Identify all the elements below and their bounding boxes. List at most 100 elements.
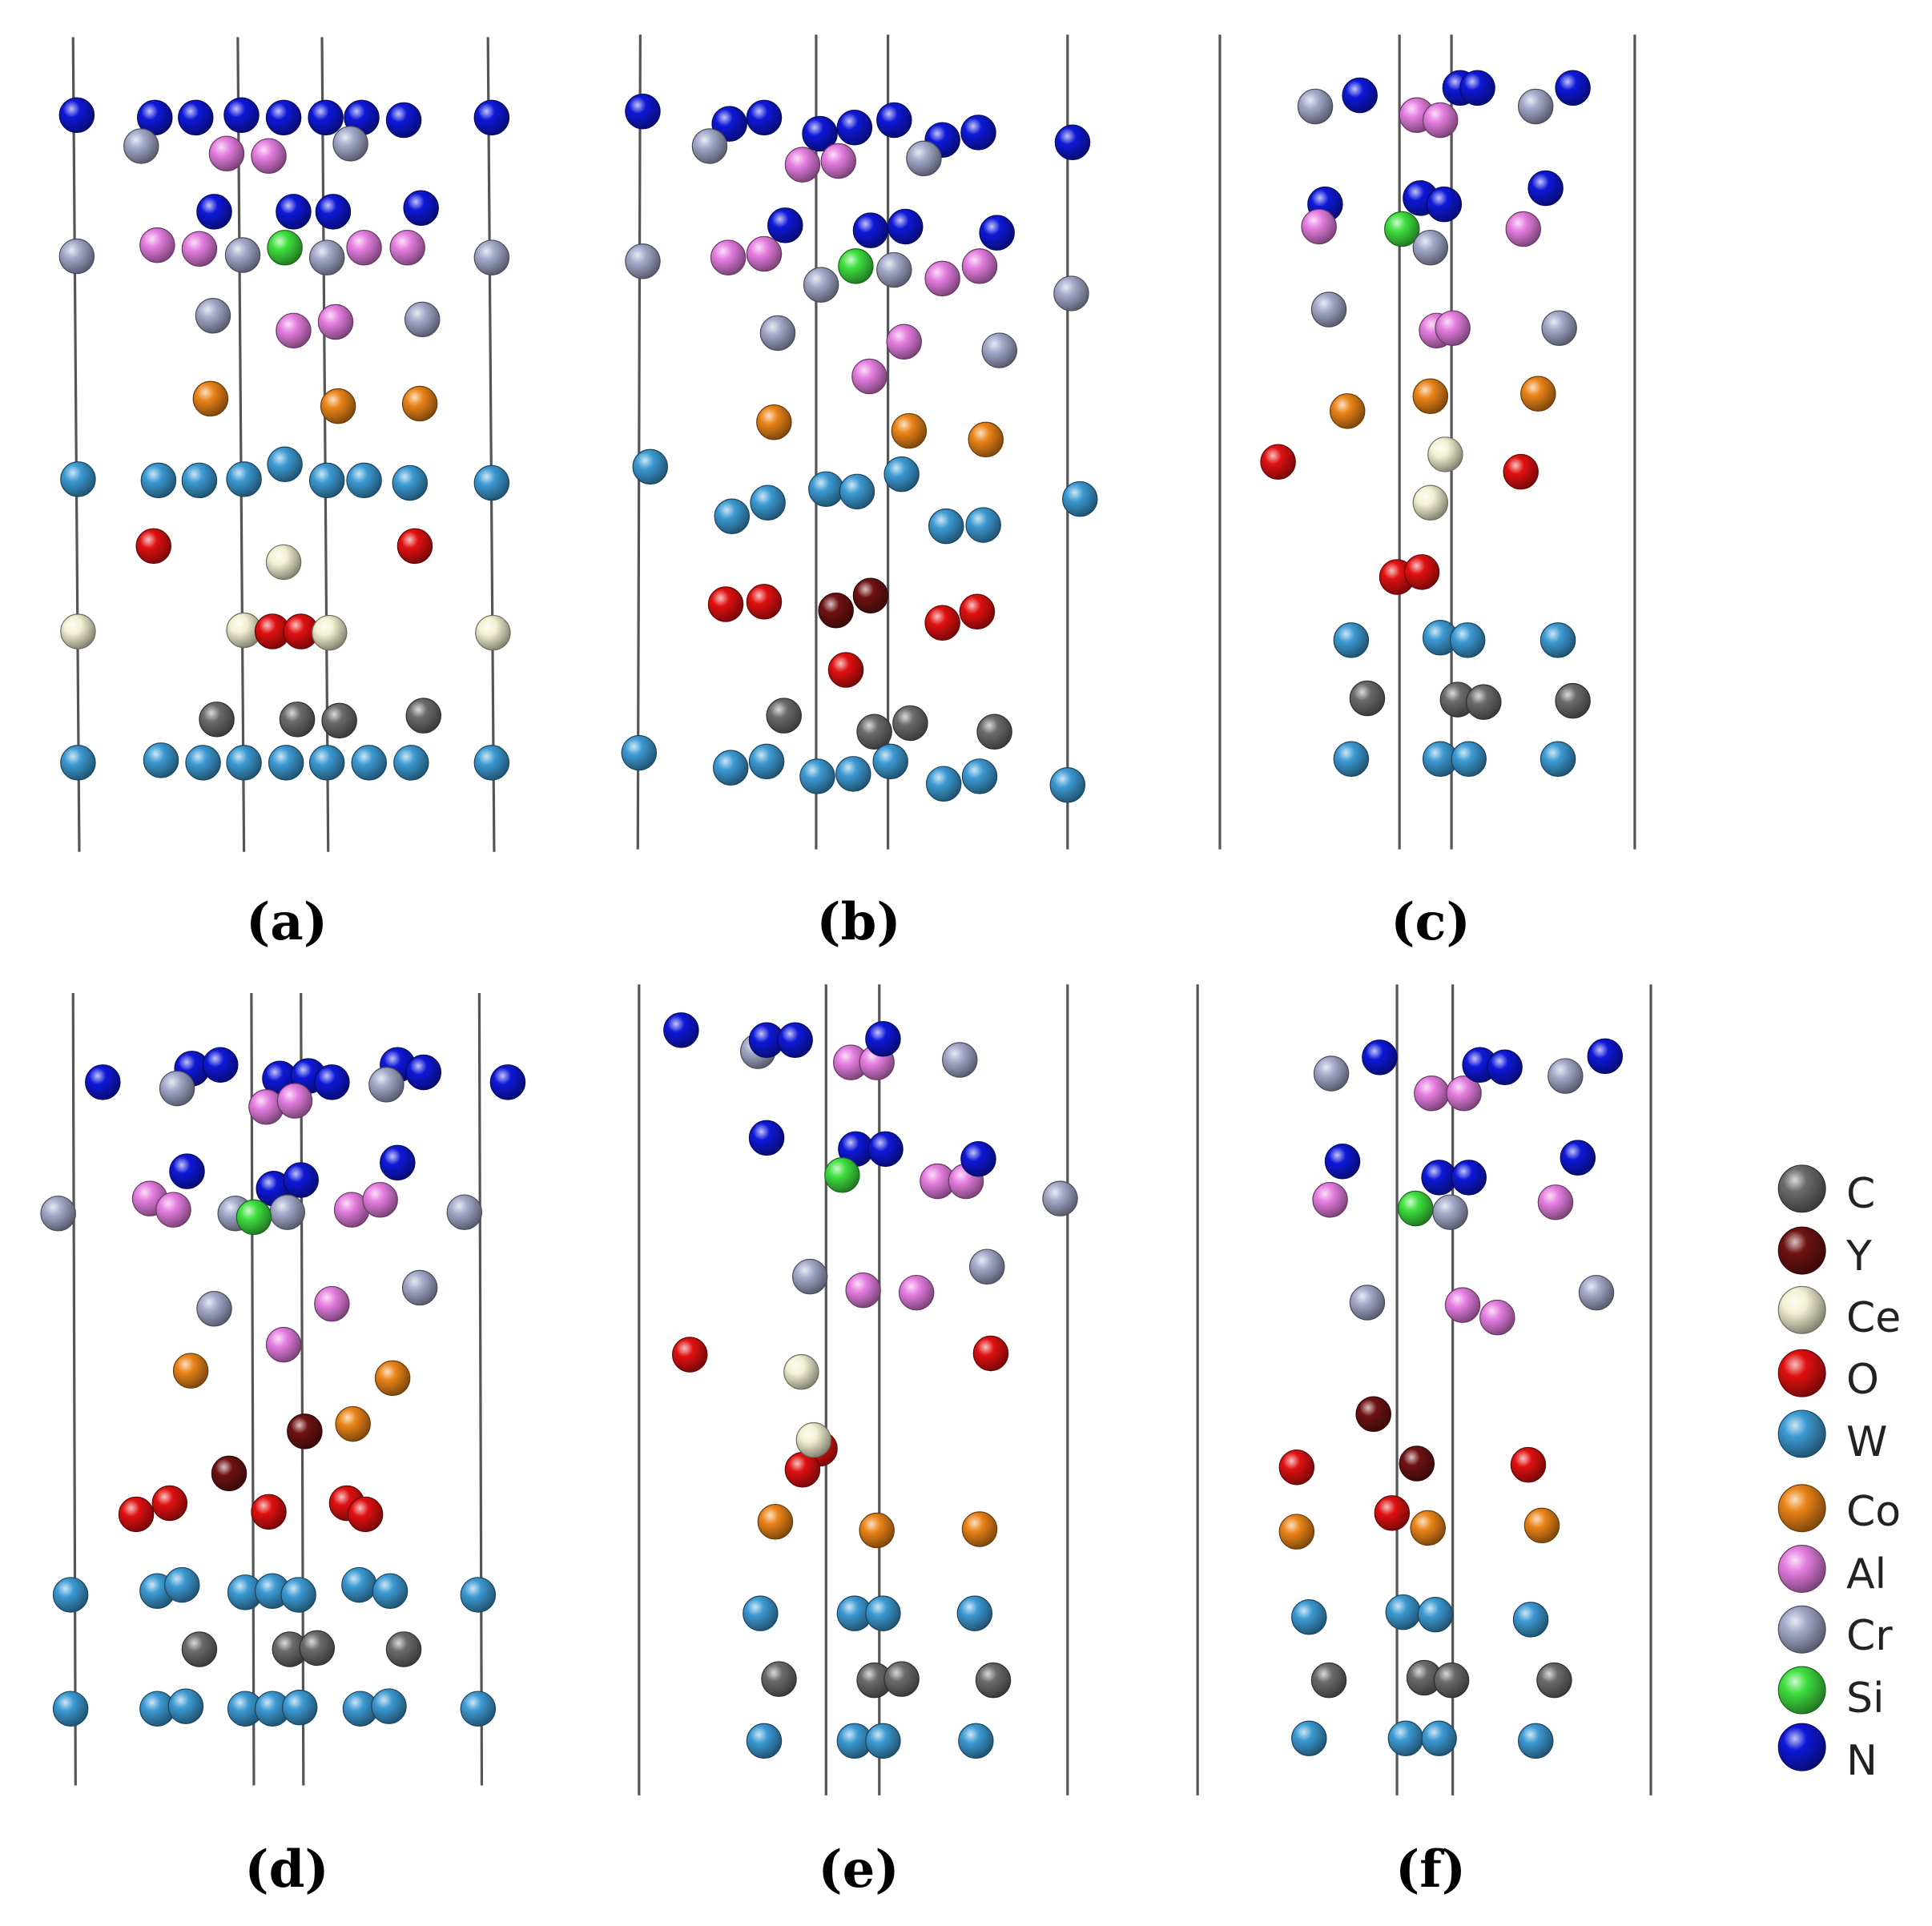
atom-o-d-36 bbox=[118, 1496, 155, 1533]
atom-w-a-41 bbox=[392, 464, 429, 501]
atom-n-d-17 bbox=[380, 1144, 416, 1181]
atom-w-d-43 bbox=[164, 1566, 200, 1603]
atom-w-f-39 bbox=[1421, 1720, 1457, 1757]
atom-c-a-53 bbox=[279, 702, 316, 738]
atom-cr-d-18 bbox=[40, 1195, 76, 1232]
atom-cr-a-21 bbox=[224, 237, 261, 273]
atom-w-f-40 bbox=[1517, 1723, 1554, 1759]
atom-al-b-11 bbox=[784, 147, 821, 183]
atom-o-f-24 bbox=[1510, 1446, 1547, 1483]
atom-c-d-50 bbox=[181, 1631, 218, 1667]
atom-w-a-64 bbox=[473, 745, 510, 781]
atom-co-d-34 bbox=[335, 1405, 371, 1442]
atom-n-d-9 bbox=[489, 1064, 526, 1100]
atom-c-f-36 bbox=[1536, 1662, 1572, 1699]
panel-label-e: (e) bbox=[818, 1840, 900, 1900]
atom-al-d-29 bbox=[265, 1326, 302, 1363]
atom-al-d-20 bbox=[155, 1192, 191, 1228]
atom-cr-d-10 bbox=[159, 1070, 195, 1107]
atom-w-a-35 bbox=[140, 462, 177, 499]
atom-cr-b-13 bbox=[906, 140, 942, 177]
atom-cr-b-26 bbox=[1053, 275, 1089, 312]
atom-cr-a-23 bbox=[308, 239, 345, 275]
atom-c-a-55 bbox=[405, 698, 442, 734]
atom-cr-c-15 bbox=[1412, 229, 1449, 266]
atom-ce-e-22 bbox=[783, 1353, 819, 1390]
legend-label-c: C bbox=[1846, 1170, 1876, 1218]
atom-w-b-59 bbox=[872, 743, 908, 780]
atom-al-f-16 bbox=[1537, 1184, 1574, 1220]
atom-w-f-32 bbox=[1512, 1602, 1549, 1638]
atom-cr-f-7 bbox=[1548, 1058, 1584, 1094]
atom-cr-f-17 bbox=[1349, 1285, 1386, 1321]
atom-n-b-16 bbox=[887, 208, 924, 245]
atom-cr-d-27 bbox=[196, 1291, 232, 1327]
atom-w-b-54 bbox=[621, 734, 658, 771]
atom-al-b-20 bbox=[746, 235, 783, 272]
atom-co-c-21 bbox=[1329, 393, 1366, 429]
atom-n-f-11 bbox=[1451, 1160, 1487, 1196]
legend-ball-al bbox=[1777, 1544, 1826, 1593]
cell-edge-line-d-2 bbox=[250, 993, 256, 1786]
atom-cr-e-8 bbox=[942, 1042, 978, 1078]
atom-si-a-22 bbox=[267, 229, 303, 266]
atom-o-d-37 bbox=[151, 1485, 188, 1522]
atom-w-d-46 bbox=[280, 1577, 316, 1613]
atom-n-b-4 bbox=[802, 115, 838, 152]
structure-panel-b bbox=[621, 93, 1098, 803]
atom-co-b-32 bbox=[891, 412, 928, 449]
atom-cr-b-23 bbox=[876, 251, 912, 288]
atom-n-d-3 bbox=[202, 1047, 239, 1083]
atom-n-a-3 bbox=[178, 99, 214, 136]
atom-cr-d-22 bbox=[269, 1194, 305, 1230]
atom-w-a-59 bbox=[226, 745, 262, 781]
atom-cr-a-18 bbox=[58, 238, 95, 275]
atom-cr-e-20 bbox=[969, 1248, 1005, 1285]
atom-n-b-14 bbox=[767, 207, 803, 243]
legend-label-co: Co bbox=[1846, 1488, 1902, 1536]
structure-panel-c bbox=[1260, 70, 1591, 778]
atom-cr-f-20 bbox=[1578, 1274, 1615, 1311]
atom-o-b-49 bbox=[827, 652, 864, 688]
atom-w-e-38 bbox=[746, 1723, 783, 1759]
atom-c-b-52 bbox=[892, 705, 928, 742]
atom-o-a-43 bbox=[135, 528, 171, 565]
atom-w-f-31 bbox=[1417, 1596, 1454, 1633]
atom-w-a-36 bbox=[181, 462, 218, 499]
atom-c-d-53 bbox=[385, 1631, 422, 1667]
atom-w-b-36 bbox=[750, 485, 786, 521]
atom-n-d-6 bbox=[314, 1064, 350, 1100]
atom-cr-a-10 bbox=[123, 128, 159, 164]
atom-ce-a-51 bbox=[475, 614, 511, 651]
atom-n-a-8 bbox=[385, 102, 422, 139]
atom-cr-d-26 bbox=[446, 1194, 483, 1230]
atom-ce-a-44 bbox=[265, 544, 302, 581]
atom-w-c-30 bbox=[1333, 622, 1370, 658]
atom-co-e-27 bbox=[757, 1503, 794, 1540]
atom-co-d-32 bbox=[374, 1360, 411, 1397]
cell-edge-line-d-4 bbox=[477, 993, 484, 1786]
atom-n-d-8 bbox=[405, 1054, 442, 1091]
atom-o-f-25 bbox=[1374, 1495, 1411, 1531]
legend-ball-ce bbox=[1777, 1285, 1826, 1334]
atom-cr-b-10 bbox=[691, 128, 728, 164]
atom-w-d-49 bbox=[460, 1577, 497, 1613]
structure-panel-e bbox=[663, 1012, 1078, 1759]
atom-n-c-8 bbox=[1555, 70, 1591, 107]
atom-w-d-61 bbox=[371, 1688, 407, 1724]
legend-label-si: Si bbox=[1846, 1675, 1885, 1723]
atom-c-a-52 bbox=[199, 702, 235, 738]
atom-y-f-21 bbox=[1355, 1396, 1391, 1432]
atom-co-a-33 bbox=[401, 385, 438, 422]
atom-cr-a-27 bbox=[195, 298, 231, 334]
atom-al-a-28 bbox=[276, 312, 312, 349]
atom-n-a-14 bbox=[196, 194, 232, 230]
atom-c-e-34 bbox=[761, 1661, 797, 1697]
atom-al-b-28 bbox=[886, 324, 922, 360]
atom-w-b-55 bbox=[712, 750, 749, 786]
legend-ball-w bbox=[1777, 1409, 1826, 1458]
atom-n-a-17 bbox=[403, 190, 439, 227]
atom-o-d-38 bbox=[251, 1494, 287, 1530]
atom-cr-f-15 bbox=[1432, 1194, 1468, 1230]
atom-co-b-33 bbox=[968, 421, 1004, 458]
